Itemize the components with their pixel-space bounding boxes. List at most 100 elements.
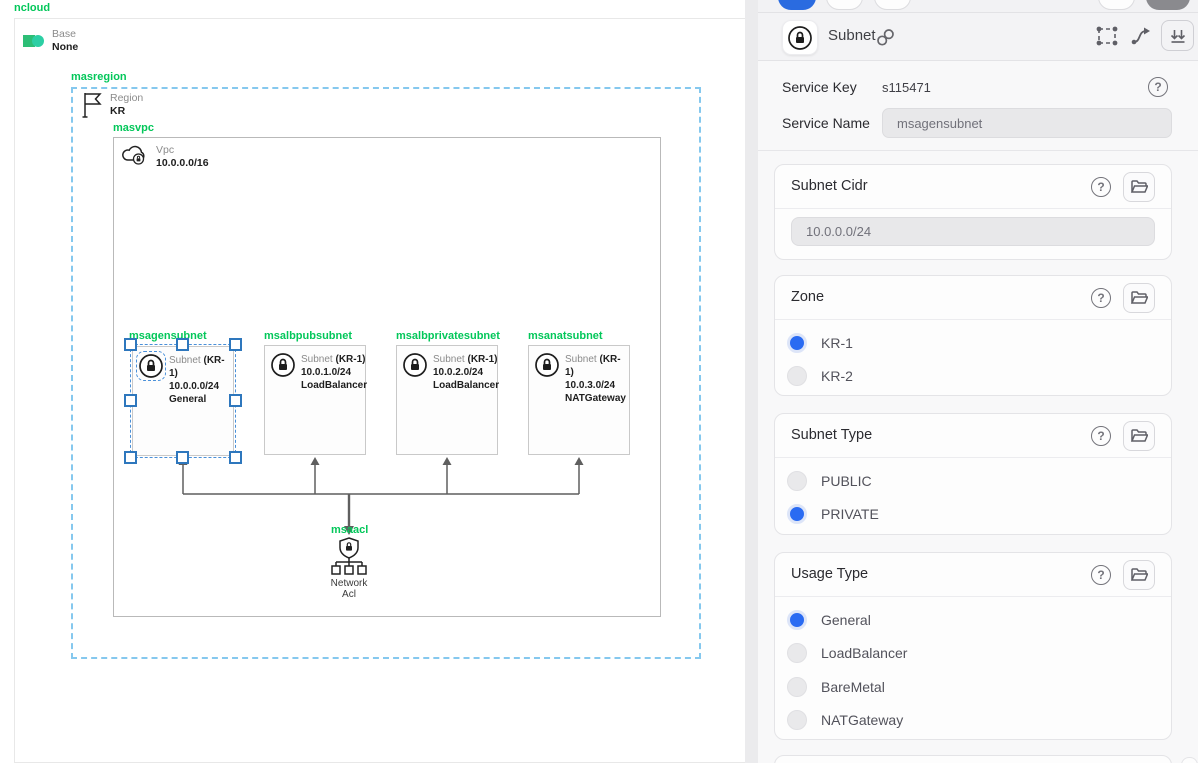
- vpc-cloud-icon: [121, 143, 149, 167]
- radio-unselected[interactable]: [787, 643, 807, 664]
- subnet-zone: (KR-1): [169, 355, 225, 379]
- vpc-node-value: 10.0.0.0/16: [156, 157, 209, 169]
- folder-button[interactable]: [1123, 283, 1155, 313]
- network-acl-icon: [327, 536, 371, 578]
- service-name-value: msagensubnet: [897, 115, 983, 131]
- subnet-zone: (KR-1): [467, 354, 498, 365]
- help-icon[interactable]: ?: [1091, 565, 1111, 585]
- resize-handle-sw[interactable]: [124, 451, 137, 464]
- network-acl-node[interactable]: Network Acl: [327, 536, 371, 600]
- diagram-canvas[interactable]: Base None masregion Region KR: [14, 18, 745, 763]
- radio-label: PRIVATE: [821, 506, 879, 523]
- radio-label: PUBLIC: [821, 472, 872, 489]
- folder-button[interactable]: [1123, 172, 1155, 202]
- resize-handle-se[interactable]: [229, 451, 242, 464]
- subnet-usage: LoadBalancer: [433, 380, 500, 391]
- help-icon[interactable]: ?: [1091, 426, 1111, 446]
- toolbar-button[interactable]: [826, 0, 863, 10]
- subnet-node-msagensubnet[interactable]: Subnet (KR-1) 10.0.0.0/24 General: [132, 346, 234, 456]
- divider: [758, 150, 1198, 151]
- vpc-tag: masvpc: [113, 122, 154, 134]
- service-key-label: Service Key: [782, 79, 857, 95]
- subnet-cidr-value: 10.0.0.0/24: [806, 224, 872, 239]
- subnet-title: Subnet: [301, 354, 333, 365]
- section-title: Usage Type: [791, 566, 869, 582]
- resize-handle-s[interactable]: [176, 451, 189, 464]
- resize-handle-w[interactable]: [124, 394, 137, 407]
- subnet-cidr-input[interactable]: 10.0.0.0/24: [791, 217, 1155, 246]
- link-icon[interactable]: [876, 28, 895, 47]
- panel-header: Subnet: [758, 13, 1198, 61]
- toolbar-button[interactable]: [874, 0, 911, 10]
- radio-unselected[interactable]: [787, 366, 807, 387]
- collapse-panel-icon[interactable]: [1161, 20, 1194, 51]
- radio-label: KR-1: [821, 334, 853, 351]
- radio-selected[interactable]: [787, 332, 807, 353]
- help-icon[interactable]: ?: [1148, 77, 1168, 97]
- radio-label: NATGateway: [821, 712, 904, 729]
- properties-panel: Subnet: [758, 0, 1198, 763]
- subnet-cidr-section: Subnet Cidr ? 10.0.0.0/24: [774, 164, 1172, 260]
- connector-tool-icon[interactable]: [1129, 25, 1153, 47]
- resize-handle-nw[interactable]: [124, 338, 137, 351]
- subnet-node-msalbprivatesubnet[interactable]: Subnet (KR-1) 10.0.2.0/24 LoadBalancer: [396, 345, 500, 455]
- subnet-node-msalbpubsubnet[interactable]: Subnet (KR-1) 10.0.1.0/24 LoadBalancer: [264, 345, 368, 455]
- subnet-cidr: 10.0.3.0/24: [565, 380, 616, 391]
- base-node[interactable]: Base None: [23, 27, 78, 54]
- radio-option-kr-1[interactable]: KR-1: [775, 326, 1171, 360]
- subnet4-tag: msanatsubnet: [528, 330, 603, 342]
- resize-handle-ne[interactable]: [229, 338, 242, 351]
- top-toolbar: [758, 0, 1198, 13]
- radio-unselected[interactable]: [787, 470, 807, 491]
- radio-selected[interactable]: [787, 609, 807, 630]
- subnet-title: Subnet: [169, 355, 201, 366]
- region-node[interactable]: Region KR: [81, 91, 143, 119]
- vpc-node[interactable]: Vpc 10.0.0.0/16: [121, 143, 209, 170]
- toolbar-button[interactable]: [1098, 0, 1135, 10]
- radio-option-natgateway[interactable]: NATGateway: [775, 704, 1171, 738]
- subnet-lock-icon: [534, 352, 560, 378]
- service-name-label: Service Name: [782, 115, 870, 131]
- radio-unselected[interactable]: [787, 676, 807, 697]
- radio-option-baremetal[interactable]: BareMetal: [775, 670, 1171, 704]
- subnet-cidr: 10.0.1.0/24: [301, 367, 352, 378]
- service-name-input[interactable]: msagensubnet: [882, 108, 1172, 138]
- region-tag: masregion: [71, 71, 127, 83]
- toolbar-gray-button[interactable]: [1146, 0, 1190, 10]
- help-icon[interactable]: ?: [1091, 177, 1111, 197]
- subnet-zone: (KR-1): [565, 354, 621, 378]
- selected-node-type-button[interactable]: [782, 20, 818, 55]
- radio-label: General: [821, 611, 871, 628]
- marquee-select-icon[interactable]: [1095, 25, 1119, 47]
- subnet2-tag: msalbpubsubnet: [264, 330, 353, 342]
- radio-label: BareMetal: [821, 678, 885, 695]
- subnet-lock-icon: [136, 351, 166, 381]
- radio-option-loadbalancer[interactable]: LoadBalancer: [775, 637, 1171, 671]
- resize-handle-n[interactable]: [176, 338, 189, 351]
- toolbar-primary-button[interactable]: [778, 0, 816, 10]
- subnet-title: Subnet: [565, 354, 597, 365]
- panel-resize-gutter[interactable]: [745, 0, 758, 763]
- lock-icon: [787, 25, 813, 51]
- next-section-clipped: [774, 755, 1172, 763]
- folder-button[interactable]: [1123, 560, 1155, 590]
- help-icon[interactable]: ?: [1091, 288, 1111, 308]
- resize-handle-e[interactable]: [229, 394, 242, 407]
- radio-unselected[interactable]: [787, 710, 807, 731]
- radio-option-kr-2[interactable]: KR-2: [775, 360, 1171, 394]
- subnet1-tag: msagensubnet: [129, 330, 207, 342]
- radio-option-public[interactable]: PUBLIC: [775, 464, 1171, 498]
- section-title: Subnet Type: [791, 427, 873, 443]
- subnet-usage: LoadBalancer: [301, 380, 368, 391]
- subnet-lock-icon: [402, 352, 428, 378]
- radio-option-private[interactable]: PRIVATE: [775, 498, 1171, 532]
- radio-label: KR-2: [821, 368, 853, 385]
- clipped-corner-element: [1181, 757, 1198, 763]
- service-key-value: s115471: [882, 80, 931, 95]
- radio-option-general[interactable]: General: [775, 603, 1171, 637]
- subnet3-tag: msalbprivatesubnet: [396, 330, 500, 342]
- subnet-node-msanatsubnet[interactable]: Subnet (KR-1) 10.0.3.0/24 NATGateway: [528, 345, 630, 455]
- region-container[interactable]: [71, 87, 701, 659]
- radio-selected[interactable]: [787, 504, 807, 525]
- folder-button[interactable]: [1123, 421, 1155, 451]
